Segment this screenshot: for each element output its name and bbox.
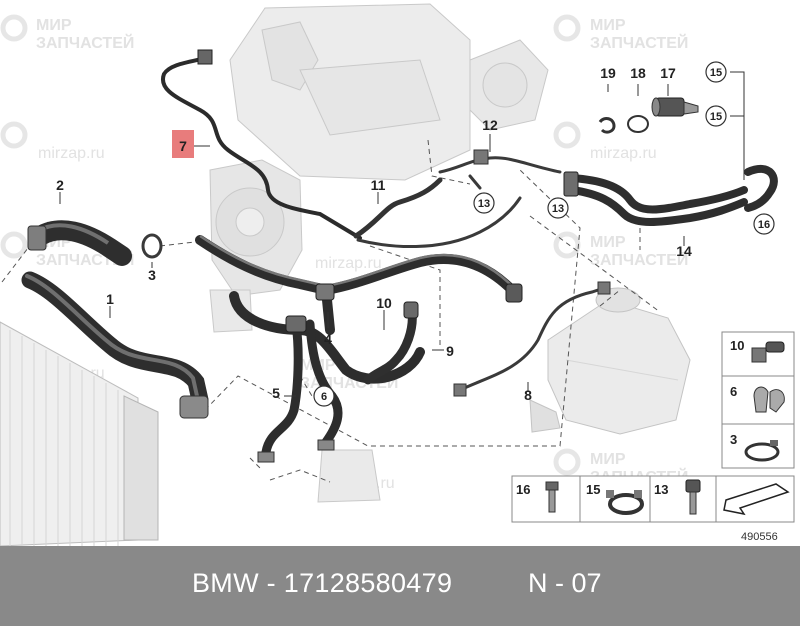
- svg-text:13: 13: [478, 198, 490, 210]
- arrow-icon: [723, 483, 790, 516]
- hose-9-connector: [403, 301, 419, 319]
- callout-7-highlight: [172, 130, 194, 158]
- callout-16-circle: 16: [753, 213, 775, 235]
- pipe-12: [438, 156, 562, 190]
- svg-text:15: 15: [586, 482, 600, 497]
- connector-17: [651, 97, 699, 117]
- hose-11: [353, 177, 443, 239]
- hose-14-connector: [563, 171, 579, 197]
- hose-clamp-icon: [744, 440, 780, 462]
- engine-block: [209, 3, 549, 503]
- pipe-12-fitting: [473, 149, 489, 165]
- hose-clamp-3: [141, 233, 163, 259]
- legend-panel: 10 6 3: [721, 331, 795, 469]
- hose-7-connector: [197, 49, 213, 65]
- expansion-tank: [529, 287, 691, 435]
- drawing-number: 490556: [741, 531, 778, 543]
- callout-12: 12: [482, 117, 498, 133]
- callout-15b-circle: 15: [705, 105, 727, 127]
- callout-7: 7: [179, 138, 187, 154]
- clip-19: [598, 117, 616, 134]
- svg-text:ЗАПЧАСТЕЙ: ЗАПЧАСТЕЙ: [590, 250, 688, 269]
- legend-item-16: 16: [516, 481, 559, 513]
- watermark-tile: mirzap.ru: [0, 121, 105, 162]
- parts-diagram: МИР ЗАПЧАСТЕЙ МИР ЗАПЧАСТЕЙ mirzap.ru mi…: [0, 3, 795, 547]
- svg-text:МИР: МИР: [590, 17, 626, 34]
- svg-text:6: 6: [321, 391, 327, 403]
- callout-labels: 1 2 3 4 5 7 8 9 10 11 12 14 17 18 19: [56, 65, 692, 403]
- svg-text:16: 16: [758, 219, 770, 231]
- legend-item-3: 3: [730, 432, 780, 462]
- diagram-code: N - 07: [528, 568, 602, 598]
- hose-9: [363, 307, 417, 385]
- legend-item-6: 6: [730, 384, 785, 413]
- svg-text:15: 15: [710, 67, 722, 79]
- hose-5-fitting-b: [317, 439, 335, 451]
- callout-1: 1: [106, 291, 114, 307]
- callout-13a-circle: 13: [473, 192, 495, 214]
- legend-bottom: 16 15 13: [511, 475, 795, 523]
- svg-text:10: 10: [730, 338, 744, 353]
- hose-5-fitting-a: [257, 451, 275, 463]
- bolt-icon: [545, 481, 559, 513]
- callout-3: 3: [148, 267, 156, 283]
- callout-5: 5: [272, 385, 280, 401]
- watermark-tile: mirzap.ru: [553, 121, 657, 162]
- callout-leaders: [59, 71, 745, 397]
- svg-text:6: 6: [730, 384, 737, 399]
- callout-15a-circle: 15: [705, 61, 727, 83]
- svg-text:ЗАПЧАСТЕЙ: ЗАПЧАСТЕЙ: [590, 33, 688, 52]
- hose-4-junction: [315, 283, 335, 301]
- callout-8: 8: [524, 387, 532, 403]
- svg-text:mirzap.ru: mirzap.ru: [590, 145, 657, 162]
- callout-9: 9: [446, 343, 454, 359]
- hose-clip-icon: [751, 341, 785, 363]
- svg-text:МИР: МИР: [590, 234, 626, 251]
- svg-text:3: 3: [730, 432, 737, 447]
- svg-text:mirzap.ru: mirzap.ru: [315, 255, 382, 272]
- callout-13b-circle: 13: [547, 197, 569, 219]
- svg-text:16: 16: [516, 482, 530, 497]
- legend-item-10: 10: [730, 338, 785, 363]
- svg-text:13: 13: [552, 203, 564, 215]
- callout-10: 10: [376, 295, 392, 311]
- hose-7: [160, 56, 362, 240]
- part-number-title: BMW - 17128580479: [192, 568, 453, 598]
- watermark-tile: МИР ЗАПЧАСТЕЙ: [553, 14, 688, 52]
- hose-14: [568, 164, 778, 226]
- hose-2: [27, 220, 132, 266]
- svg-text:ЗАПЧАСТЕЙ: ЗАПЧАСТЕЙ: [36, 33, 134, 52]
- pipe-8-fitting: [453, 383, 467, 397]
- spring-clamp-icon: [606, 490, 644, 515]
- legend-item-13: 13: [654, 479, 701, 515]
- o-ring-18: [627, 115, 649, 133]
- callout-14: 14: [676, 243, 692, 259]
- callout-6-circle: 6: [313, 385, 335, 407]
- hose-1: [21, 271, 209, 419]
- hose-5-connector: [285, 315, 307, 333]
- radiator: [0, 321, 159, 547]
- svg-text:15: 15: [710, 111, 722, 123]
- callout-4: 4: [324, 331, 332, 347]
- pipe-8-tank-fitting: [597, 281, 611, 295]
- hose-4-highlight: [199, 234, 513, 288]
- svg-text:МИР: МИР: [36, 17, 72, 34]
- svg-text:13: 13: [654, 482, 668, 497]
- svg-text:mirzap.ru: mirzap.ru: [38, 145, 105, 162]
- legend-item-15: 15: [586, 482, 644, 515]
- bracket-clip-icon: [753, 386, 785, 413]
- hose-4-connector: [505, 283, 523, 303]
- callout-2: 2: [56, 177, 64, 193]
- callout-17: 17: [660, 65, 676, 81]
- callout-11: 11: [371, 177, 386, 193]
- watermark-tile: МИР ЗАПЧАСТЕЙ: [553, 231, 688, 269]
- pipe-8: [356, 196, 606, 392]
- screw-icon: [685, 479, 701, 515]
- circled-callouts: 6 13 13 15 15 16: [313, 61, 775, 407]
- watermark-tile: МИР ЗАПЧАСТЕЙ: [0, 14, 134, 52]
- footer-bar: BMW - 17128580479 N - 07: [0, 546, 800, 626]
- callout-19: 19: [600, 65, 616, 81]
- callout-18: 18: [630, 65, 646, 81]
- svg-text:МИР: МИР: [590, 451, 626, 468]
